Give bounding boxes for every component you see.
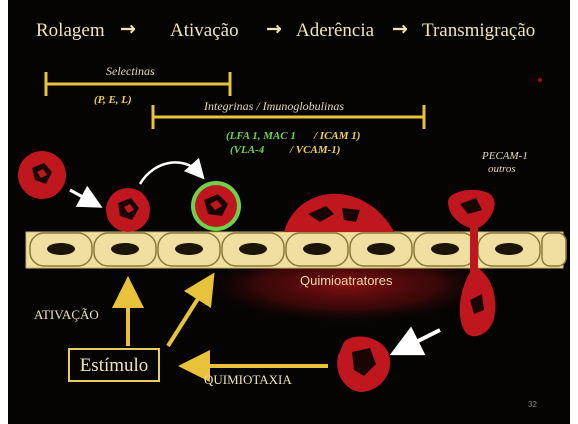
selectins-types: (P, E, L)	[94, 94, 132, 106]
activation-curve-arrow	[140, 162, 198, 184]
activation-label: ATIVAÇÃO	[34, 307, 99, 323]
chemoattractants-label: Quimioatratores	[300, 273, 392, 288]
stage-adherence: Aderência	[296, 20, 374, 42]
chemotaxis-label: QUIMIOTAXIA	[204, 372, 292, 388]
stimulus-box: Estímulo	[68, 348, 160, 382]
stage-arrow-1: →	[120, 18, 136, 40]
leukocyte-rolling-1	[18, 151, 66, 199]
leukocyte-migrated	[337, 337, 390, 392]
ligand-icam1: / ICAM 1)	[314, 130, 360, 142]
ligand-vcam1: / VCAM-1)	[290, 144, 340, 156]
stage-activation: Ativação	[170, 20, 239, 42]
rolling-arrow	[70, 190, 92, 202]
integrin-vla4: (VLA-4	[230, 144, 264, 156]
slide: Rolagem → Ativação → Aderência → Transmi…	[8, 0, 570, 424]
stage-transmigration: Transmigração	[422, 20, 535, 42]
pecam-label: PECAM-1	[482, 150, 528, 162]
leukocyte-activated	[191, 181, 241, 231]
stimulus-label: Estímulo	[70, 355, 158, 377]
stage-rolling: Rolagem	[36, 20, 105, 42]
stage-arrow-2: →	[266, 18, 282, 40]
endothelium	[26, 232, 566, 268]
integrins-label: Integrinas / Imunoglobulinas	[204, 99, 344, 114]
leukocyte-adherent	[284, 194, 394, 232]
pecam-others: outros	[488, 163, 516, 175]
stage-arrow-3: →	[392, 18, 408, 40]
migration-arrow	[404, 330, 440, 348]
integrin-lfa1-mac1: (LFA 1, MAC 1	[226, 130, 296, 142]
leukocyte-rolling-2	[106, 188, 150, 232]
stimulus-diagonal-arrow	[168, 286, 206, 346]
slide-number: 32	[528, 400, 537, 409]
selectins-label: Selectinas	[106, 64, 155, 79]
red-dot	[538, 78, 542, 82]
